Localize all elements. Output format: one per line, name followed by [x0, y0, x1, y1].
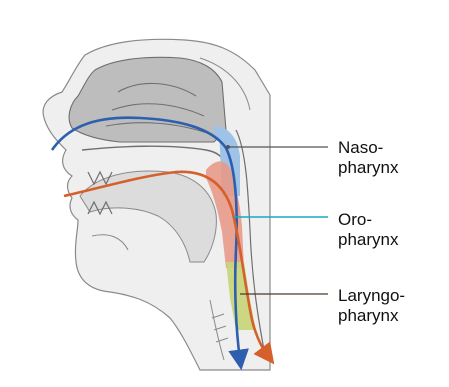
- label-nasopharynx-line2: pharynx: [338, 158, 398, 178]
- label-nasopharynx: Naso- pharynx: [338, 138, 398, 178]
- label-oropharynx-line1: Oro-: [338, 210, 398, 230]
- label-nasopharynx-line1: Naso-: [338, 138, 398, 158]
- label-oropharynx: Oro- pharynx: [338, 210, 398, 250]
- label-laryngopharynx: Laryngo- pharynx: [338, 286, 405, 326]
- leader-dot-nasopharynx: [226, 145, 230, 149]
- label-laryngopharynx-line1: Laryngo-: [338, 286, 405, 306]
- label-oropharynx-line2: pharynx: [338, 230, 398, 250]
- label-laryngopharynx-line2: pharynx: [338, 306, 405, 326]
